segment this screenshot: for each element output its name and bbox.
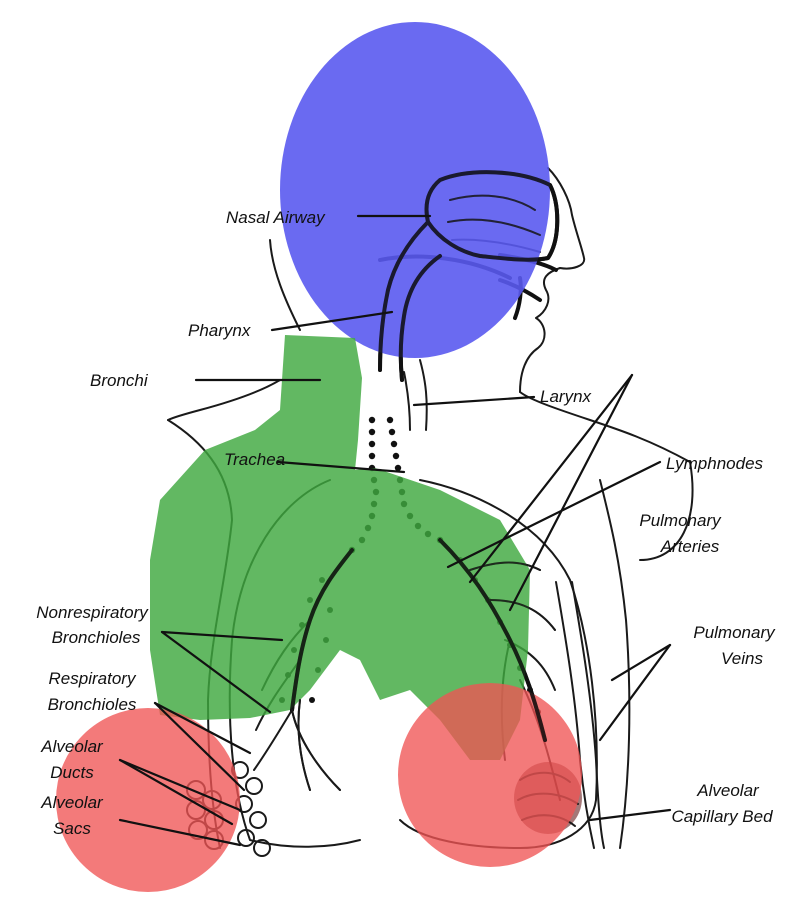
label-nonrespiratory-line2: Bronchioles bbox=[52, 628, 141, 647]
label-pulmonary-veins-line1: Pulmonary bbox=[693, 623, 776, 642]
label-pulmonary-veins-line2: Veins bbox=[721, 649, 763, 668]
label-alveolar-sacs-line1: Alveolar bbox=[40, 793, 104, 812]
label-alveolar-ducts-line1: Alveolar bbox=[40, 737, 104, 756]
label-pulmonary-arteries-line1: Pulmonary bbox=[639, 511, 722, 530]
label-respiratory-line1: Respiratory bbox=[49, 669, 137, 688]
label-nonrespiratory-line1: Nonrespiratory bbox=[36, 603, 149, 622]
label-alveolar-ducts-line2: Ducts bbox=[50, 763, 94, 782]
label-respiratory-line2: Bronchioles bbox=[48, 695, 137, 714]
label-pharynx: Pharynx bbox=[188, 321, 251, 340]
label-alveolar-capillary-line1: Alveolar bbox=[696, 781, 760, 800]
label-lymphnodes: Lymphnodes bbox=[666, 454, 764, 473]
label-bronchi: Bronchi bbox=[90, 371, 149, 390]
upper-airway-region bbox=[280, 22, 550, 358]
label-pulmonary-arteries-line2: Arteries bbox=[660, 537, 720, 556]
label-alveolar-sacs-line2: Sacs bbox=[53, 819, 91, 838]
label-alveolar-capillary-line2: Capillary Bed bbox=[671, 807, 773, 826]
alveolar-region-right bbox=[398, 683, 582, 867]
label-nasal-airway: Nasal Airway bbox=[226, 208, 326, 227]
label-trachea: Trachea bbox=[224, 450, 285, 469]
label-larynx: Larynx bbox=[540, 387, 592, 406]
region-overlays bbox=[56, 22, 582, 892]
